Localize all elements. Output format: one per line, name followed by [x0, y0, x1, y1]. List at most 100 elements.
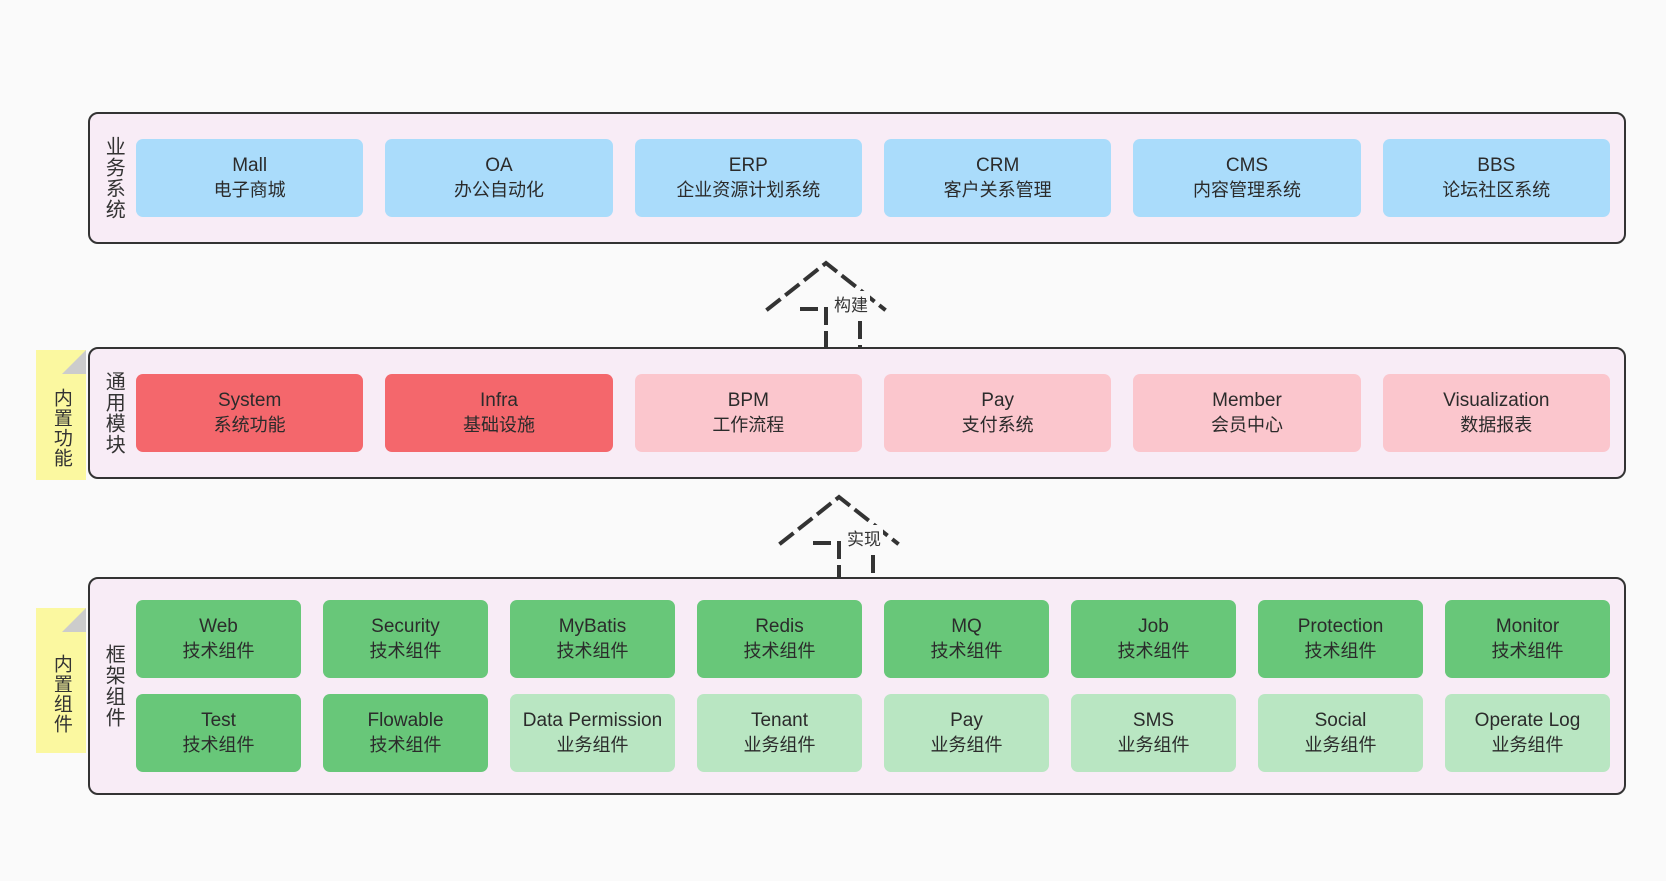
layer-business-systems: 业务系统 Mall 电子商城 OA 办公自动化 ERP 企业资源计划系统 CRM…	[88, 112, 1626, 244]
connector-implement-label: 实现	[845, 525, 883, 550]
card-pay-component-name: Pay	[950, 710, 983, 732]
card-erp-name: ERP	[728, 155, 768, 177]
card-visualization[interactable]: Visualization 数据报表	[1382, 374, 1610, 452]
card-job-desc: 技术组件	[1117, 640, 1190, 661]
card-pay-component[interactable]: Pay 业务组件	[884, 694, 1049, 772]
framework-row-tech: Web 技术组件 Security 技术组件 MyBatis 技术组件 Redi…	[136, 600, 1610, 678]
card-monitor-name: Monitor	[1495, 616, 1560, 638]
card-sms-desc: 业务组件	[1117, 734, 1190, 755]
card-pay-component-desc: 业务组件	[930, 734, 1003, 755]
card-security-desc: 技术组件	[369, 640, 442, 661]
card-web-desc: 技术组件	[182, 640, 255, 661]
card-redis-desc: 技术组件	[743, 640, 816, 661]
layer-framework-components: 框架组件 Web 技术组件 Security 技术组件 MyBatis 技术组件…	[88, 577, 1626, 795]
card-bbs[interactable]: BBS 论坛社区系统	[1382, 139, 1610, 217]
card-system-name: System	[217, 390, 282, 412]
business-row: Mall 电子商城 OA 办公自动化 ERP 企业资源计划系统 CRM 客户关系…	[136, 139, 1610, 217]
card-test-desc: 技术组件	[182, 734, 255, 755]
layer-common-modules: 通用模块 System 系统功能 Infra 基础设施 BPM 工作流程 Pay…	[88, 347, 1626, 479]
card-infra-name: Infra	[479, 390, 518, 412]
layer-title-framework: 框架组件	[102, 644, 125, 728]
connector-build-label: 构建	[832, 291, 870, 316]
card-mq-desc: 技术组件	[930, 640, 1003, 661]
card-operate-log[interactable]: Operate Log 业务组件	[1445, 694, 1610, 772]
card-job-name: Job	[1138, 616, 1169, 638]
card-data-permission-desc: 业务组件	[556, 734, 629, 755]
layer-title-business: 业务系统	[102, 136, 125, 220]
card-mybatis-desc: 技术组件	[556, 640, 629, 661]
card-protection[interactable]: Protection 技术组件	[1258, 600, 1423, 678]
card-pay-module-desc: 支付系统	[961, 414, 1034, 435]
card-oa[interactable]: OA 办公自动化	[385, 139, 613, 217]
card-monitor[interactable]: Monitor 技术组件	[1445, 600, 1610, 678]
card-oa-desc: 办公自动化	[453, 179, 544, 200]
card-job[interactable]: Job 技术组件	[1071, 600, 1236, 678]
card-mybatis[interactable]: MyBatis 技术组件	[510, 600, 675, 678]
card-crm-name: CRM	[976, 155, 1020, 177]
card-cms[interactable]: CMS 内容管理系统	[1133, 139, 1361, 217]
card-member-desc: 会员中心	[1210, 414, 1283, 435]
card-erp[interactable]: ERP 企业资源计划系统	[634, 139, 862, 217]
card-system-desc: 系统功能	[213, 414, 286, 435]
layer-body-modules: System 系统功能 Infra 基础设施 BPM 工作流程 Pay 支付系统…	[136, 349, 1624, 477]
card-security[interactable]: Security 技术组件	[323, 600, 488, 678]
connector-implement: 实现	[773, 489, 933, 587]
card-member-name: Member	[1212, 390, 1282, 412]
card-security-name: Security	[371, 616, 440, 638]
card-visualization-desc: 数据报表	[1460, 414, 1533, 435]
card-visualization-name: Visualization	[1443, 390, 1550, 412]
layer-body-framework: Web 技术组件 Security 技术组件 MyBatis 技术组件 Redi…	[136, 579, 1624, 793]
card-mq-name: MQ	[951, 616, 982, 638]
card-flowable[interactable]: Flowable 技术组件	[323, 694, 488, 772]
card-data-permission-name: Data Permission	[522, 710, 663, 732]
card-member[interactable]: Member 会员中心	[1133, 374, 1361, 452]
note-builtin-functions: 内置功能	[36, 350, 86, 480]
card-social[interactable]: Social 业务组件	[1258, 694, 1423, 772]
card-sms-name: SMS	[1132, 710, 1175, 732]
card-operate-log-desc: 业务组件	[1491, 734, 1564, 755]
layer-body-business: Mall 电子商城 OA 办公自动化 ERP 企业资源计划系统 CRM 客户关系…	[136, 114, 1624, 242]
card-tenant-desc: 业务组件	[743, 734, 816, 755]
framework-row-biz: Test 技术组件 Flowable 技术组件 Data Permission …	[136, 694, 1610, 772]
card-data-permission[interactable]: Data Permission 业务组件	[510, 694, 675, 772]
card-operate-log-name: Operate Log	[1474, 710, 1581, 732]
card-flowable-desc: 技术组件	[369, 734, 442, 755]
card-bbs-name: BBS	[1477, 155, 1516, 177]
card-web[interactable]: Web 技术组件	[136, 600, 301, 678]
card-redis[interactable]: Redis 技术组件	[697, 600, 862, 678]
card-bpm-name: BPM	[727, 390, 769, 412]
card-mall-name: Mall	[232, 155, 268, 177]
card-protection-desc: 技术组件	[1304, 640, 1377, 661]
card-bpm-desc: 工作流程	[712, 414, 785, 435]
connector-build: 构建	[760, 255, 920, 353]
card-mall[interactable]: Mall 电子商城	[136, 139, 364, 217]
card-sms[interactable]: SMS 业务组件	[1071, 694, 1236, 772]
card-social-name: Social	[1314, 710, 1367, 732]
card-infra[interactable]: Infra 基础设施	[385, 374, 613, 452]
card-system[interactable]: System 系统功能	[136, 374, 364, 452]
card-bbs-desc: 论坛社区系统	[1442, 179, 1551, 200]
card-flowable-name: Flowable	[367, 710, 444, 732]
card-cms-name: CMS	[1225, 155, 1269, 177]
modules-row: System 系统功能 Infra 基础设施 BPM 工作流程 Pay 支付系统…	[136, 374, 1610, 452]
card-oa-name: OA	[485, 155, 513, 177]
note-builtin-components: 内置组件	[36, 608, 86, 753]
card-test[interactable]: Test 技术组件	[136, 694, 301, 772]
card-infra-desc: 基础设施	[462, 414, 535, 435]
card-bpm[interactable]: BPM 工作流程	[634, 374, 862, 452]
card-web-name: Web	[199, 616, 238, 638]
card-test-name: Test	[201, 710, 236, 732]
card-redis-name: Redis	[755, 616, 804, 638]
card-monitor-desc: 技术组件	[1491, 640, 1564, 661]
layer-title-modules: 通用模块	[102, 371, 125, 455]
card-erp-desc: 企业资源计划系统	[676, 179, 821, 200]
card-mq[interactable]: MQ 技术组件	[884, 600, 1049, 678]
card-social-desc: 业务组件	[1304, 734, 1377, 755]
card-pay-module-name: Pay	[981, 390, 1015, 412]
card-mall-desc: 电子商城	[213, 179, 286, 200]
card-crm-desc: 客户关系管理	[943, 179, 1052, 200]
card-tenant[interactable]: Tenant 业务组件	[697, 694, 862, 772]
card-crm[interactable]: CRM 客户关系管理	[883, 139, 1112, 217]
card-pay-module[interactable]: Pay 支付系统	[883, 374, 1112, 452]
